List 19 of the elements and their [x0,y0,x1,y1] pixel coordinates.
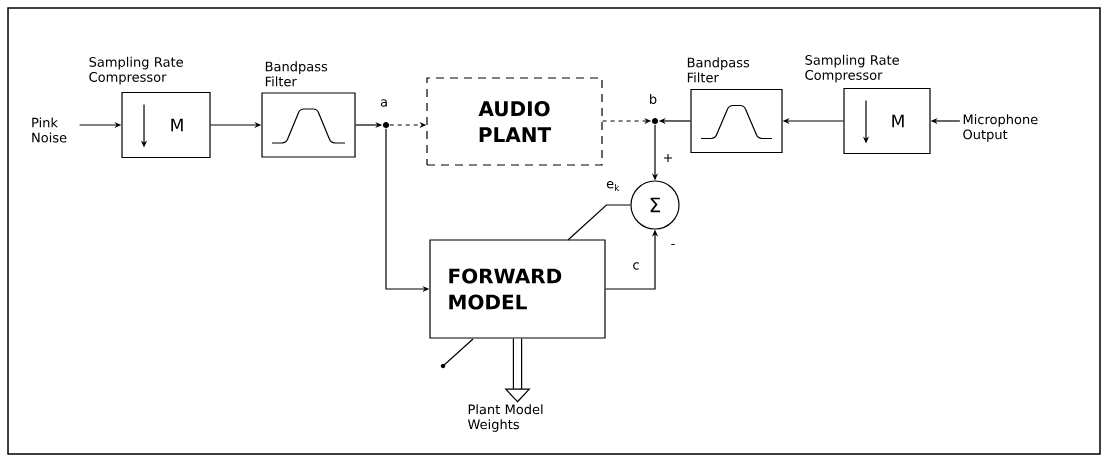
point-label: b [650,93,657,105]
block-heading: Bandpass Filter [265,61,328,87]
model-box: FORWARD MODEL [429,239,606,339]
block-heading: Sampling Rate Compressor [89,56,183,85]
edge-label: + [661,152,675,164]
compressor-box: M [121,91,211,159]
edge-label: c [631,261,641,271]
signal-label: Plant Model Weights [467,404,543,432]
error-line [567,204,631,241]
block-heading: Bandpass Filter [687,57,750,83]
block-heading: Sampling Rate Compressor [805,54,899,83]
sign-label: - [671,243,675,245]
summing-junction: Σ [630,180,680,230]
point-label: a [380,99,387,107]
signal-label: Pink Noise [32,117,67,143]
plant-box: AUDIO PLANT [426,77,603,166]
signal-label: Microphone Output [963,114,1038,142]
edge-label: e$_{k}$ [605,179,621,192]
compressor-box: M [843,87,931,155]
